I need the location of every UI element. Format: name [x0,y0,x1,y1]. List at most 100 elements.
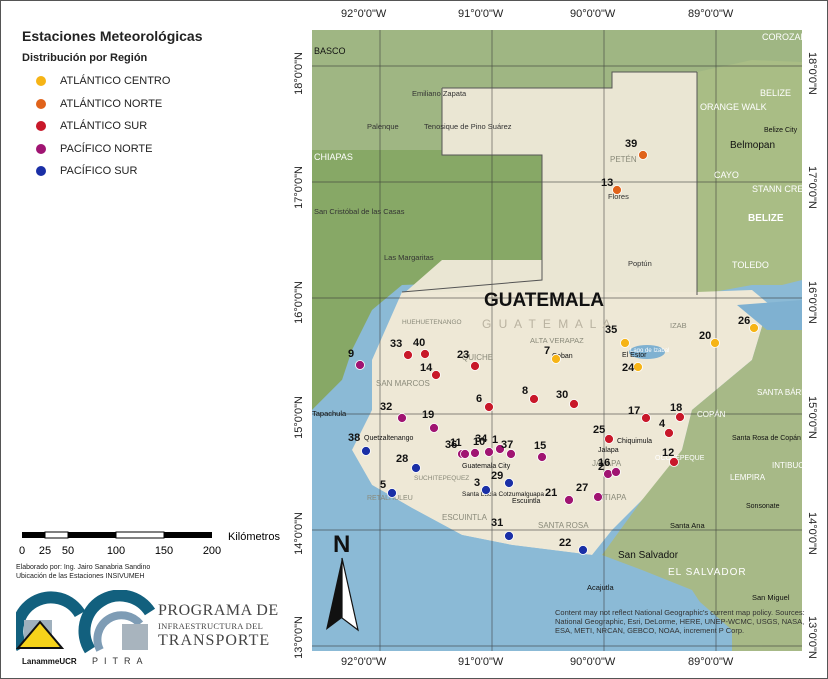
station-marker[interactable] [675,412,685,422]
label-ocotepeque: OCOTEPEQUE [655,455,705,462]
station-marker[interactable] [578,545,588,555]
station-marker[interactable] [470,361,480,371]
station-marker[interactable] [593,492,603,502]
label-emiliano: Emiliano Zapata [412,89,467,98]
bay-honduras [737,300,802,330]
station-marker[interactable] [431,370,441,380]
station-label: 21 [545,487,557,499]
station-label: 11 [450,437,462,449]
station-label: 14 [420,362,433,374]
legend-label: ATLÁNTICO CENTRO [60,75,171,88]
station-marker[interactable] [361,446,371,456]
label-sanmiguel: San Miguel [752,593,790,602]
lanamme-pitra-logo [11,589,156,654]
station-marker[interactable] [710,338,720,348]
station-label: 3 [474,477,480,489]
lon-label-bottom-91: 91°0'0"W [458,656,504,668]
station-marker[interactable] [669,457,679,467]
station-marker[interactable] [569,399,579,409]
station-marker[interactable] [529,394,539,404]
label-intibuca: INTIBUCA [772,461,802,470]
station-label: 12 [662,447,674,459]
station-marker[interactable] [612,185,622,195]
legend-item: ATLÁNTICO NORTE [36,93,170,116]
station-marker[interactable] [664,428,674,438]
label-quetzaltenango: Quetzaltenango [364,435,414,442]
station-marker[interactable] [397,413,407,423]
north-arrow: N [326,531,359,632]
label-stann: STANN CREEK [752,184,802,194]
station-marker[interactable] [495,444,505,454]
label-chiquimula: Chiquimula [617,438,652,445]
station-label: 33 [390,338,402,350]
programa-line1: PROGRAMA DE [158,602,279,619]
legend-subtitle: Distribución por Región [22,52,148,64]
salvador-honduras [602,310,802,651]
lon-label-top-89: 89°0'0"W [688,8,734,20]
legend-swatch [36,76,46,87]
label-lempira: LEMPIRA [730,473,766,482]
legend-title: Estaciones Meteorológicas [22,28,203,44]
map-canvas[interactable]: GUATEMALA G U A T E M A L A Emiliano Zap… [312,30,802,651]
legend-item: ATLÁNTICO CENTRO [36,70,170,93]
station-marker[interactable] [611,467,621,477]
station-marker[interactable] [387,488,397,498]
station-marker[interactable] [604,434,614,444]
station-marker[interactable] [603,469,613,479]
station-marker[interactable] [564,495,574,505]
label-tapachula: Tapachula [312,409,347,418]
legend-swatch [36,166,46,177]
station-label: 35 [605,324,617,336]
station-marker[interactable] [749,323,759,333]
lon-label-top-90: 90°0'0"W [570,8,616,20]
station-marker[interactable] [355,360,365,370]
programa-line2: INFRAESTRUCTURA DEL [158,621,264,631]
label-poptun: Poptún [628,259,652,268]
credits-author: Elaborado por: Ing. Jairo Sanabria Sandi… [16,564,151,571]
station-marker[interactable] [481,485,491,495]
station-label: 15 [534,440,546,452]
label-escuintla: ESCUINTLA [442,513,488,522]
label-jalapa-city: Jalapa [598,447,619,454]
station-label: 22 [559,537,571,549]
label-escuintla-city: Escuintla [512,498,541,505]
station-marker[interactable] [429,423,439,433]
station-marker[interactable] [460,449,470,459]
station-marker[interactable] [504,478,514,488]
north-arrow-label: N [333,531,350,558]
station-label: 19 [422,409,434,421]
logo-block [11,589,306,670]
station-marker[interactable] [484,402,494,412]
station-label: 36 [445,439,457,451]
station-label: 17 [628,405,640,417]
label-coban: Coban [552,353,573,360]
legend-item: PACÍFICO NORTE [36,138,170,161]
lat-label-left-18: 18°0'0"N [293,52,305,95]
station-marker[interactable] [504,531,514,541]
station-marker[interactable] [638,150,648,160]
station-marker[interactable] [484,447,494,457]
station-label: 28 [396,453,408,465]
station-marker[interactable] [506,449,516,459]
label-santarosa: SANTA ROSA [538,521,589,530]
station-marker[interactable] [470,448,480,458]
station-marker[interactable] [551,354,561,364]
label-country-faint: G U A T E M A L A [482,317,613,331]
station-marker[interactable] [411,463,421,473]
legend-item: PACÍFICO SUR [36,160,170,183]
lon-label-bottom-92: 92°0'0"W [341,656,387,668]
station-marker[interactable] [633,362,643,372]
station-marker[interactable] [537,452,547,462]
scale-tick-0: 0 [19,545,25,557]
station-marker[interactable] [620,338,630,348]
legend-swatch [36,143,46,154]
label-tenosique: Tenosique de Pino Suárez [424,122,512,131]
scale-tick-100: 100 [107,545,125,557]
station-marker[interactable] [641,413,651,423]
station-marker[interactable] [420,349,430,359]
credits: Elaborado por: Ing. Jairo Sanabria Sandi… [16,563,150,581]
map-attribution: Content may not reflect National Geograp… [555,608,805,635]
station-marker[interactable] [403,350,413,360]
station-label: 8 [522,385,528,397]
station-label: 23 [457,349,469,361]
